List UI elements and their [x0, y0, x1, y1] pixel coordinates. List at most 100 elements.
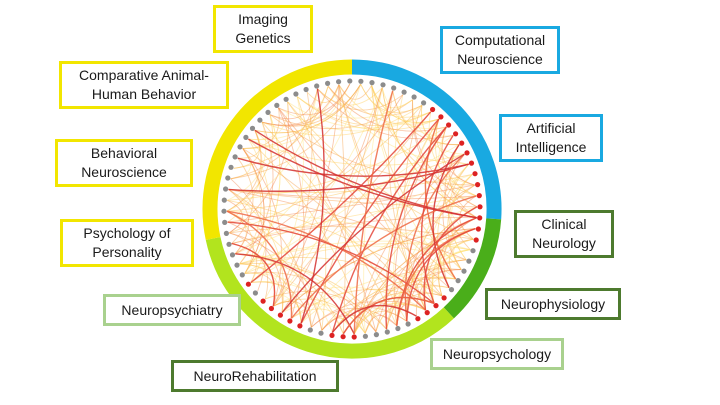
connection-chord	[412, 99, 460, 146]
connection-chord	[381, 87, 477, 219]
connection-chord	[244, 135, 454, 274]
connection-chord	[296, 96, 413, 119]
connection-chord	[300, 206, 478, 324]
network-node	[384, 329, 390, 335]
connection-chord	[242, 86, 329, 149]
connection-chord	[338, 84, 372, 100]
network-node	[446, 122, 452, 128]
network-node	[470, 248, 476, 254]
connection-chord	[371, 85, 439, 123]
connection-chord	[235, 253, 355, 335]
connection-chord	[321, 306, 408, 331]
connection-chord	[296, 96, 431, 126]
network-node	[472, 171, 478, 177]
network-node	[297, 323, 303, 329]
network-node	[340, 334, 346, 340]
network-node	[252, 290, 258, 296]
connection-chord	[437, 163, 470, 288]
connection-chord	[227, 221, 284, 313]
connection-chord	[226, 210, 426, 311]
connection-chord	[250, 281, 344, 334]
connection-chord	[233, 86, 329, 169]
connection-chord	[385, 126, 447, 330]
network-node	[222, 219, 228, 225]
connection-chord	[227, 199, 243, 234]
network-node	[287, 318, 293, 324]
connection-chord	[342, 296, 435, 335]
imaging-genetics-label: Imaging Genetics	[213, 5, 313, 53]
connection-chord	[431, 249, 471, 304]
connection-chord	[229, 105, 423, 234]
connection-chord	[248, 84, 340, 141]
connection-chord	[287, 101, 431, 129]
connection-chord	[360, 84, 431, 118]
network-node	[459, 140, 465, 146]
connection-chord	[332, 284, 450, 333]
connection-chord	[226, 114, 274, 212]
connection-chord	[278, 107, 450, 289]
connection-chord	[261, 105, 423, 136]
connection-chord	[332, 276, 456, 333]
connection-chord	[353, 184, 475, 335]
connection-chord	[278, 107, 431, 132]
comparative-animal-human-behavior-label: Comparative Animal- Human Behavior	[59, 61, 229, 109]
ring-segment-light-green	[205, 236, 454, 359]
connection-chord	[317, 88, 454, 140]
connection-chord	[228, 189, 312, 328]
connection-chord	[300, 118, 440, 324]
connection-chord	[386, 259, 467, 330]
connection-chord	[230, 84, 362, 180]
connection-chord	[317, 88, 404, 111]
connection-chord	[237, 130, 261, 159]
connection-chord	[269, 88, 318, 120]
connection-chord	[438, 249, 471, 296]
connection-chord	[396, 303, 426, 326]
network-node	[229, 252, 236, 258]
computational-neuroscience-label: Computational Neuroscience	[440, 26, 560, 74]
connection-chord	[443, 217, 477, 288]
network-node	[243, 134, 249, 140]
connection-chord	[447, 174, 473, 270]
connection-chord	[235, 94, 404, 255]
connection-chord	[254, 84, 362, 134]
network-node	[234, 262, 240, 268]
connection-chord	[230, 88, 318, 180]
connection-chord	[239, 257, 443, 297]
connection-chord	[311, 307, 398, 328]
connection-chord	[278, 107, 305, 319]
network-node	[293, 91, 299, 97]
network-node	[476, 193, 482, 199]
connection-chord	[287, 101, 456, 280]
connection-chord	[226, 210, 471, 251]
connection-chord	[264, 96, 304, 300]
network-node	[221, 197, 227, 203]
connection-chord	[353, 228, 476, 335]
connection-chord	[406, 227, 476, 322]
connection-chord	[265, 291, 387, 330]
network-node	[249, 125, 256, 131]
connection-chord	[317, 87, 383, 106]
connection-chord	[371, 85, 439, 123]
connection-chord	[230, 148, 252, 180]
clinical-neurology-label: Clinical Neurology	[514, 210, 614, 258]
ring-segment-dark-green	[443, 218, 502, 319]
network-node	[265, 109, 271, 115]
network-node	[369, 80, 375, 86]
network-node	[336, 79, 342, 85]
connection-chord	[228, 163, 469, 192]
network-node	[260, 298, 266, 304]
connection-chord	[421, 105, 465, 155]
connection-chord	[231, 242, 276, 307]
network-node	[239, 272, 245, 278]
connection-chord	[435, 118, 469, 165]
network-node	[228, 164, 234, 170]
connection-chord	[244, 272, 333, 333]
network-node	[318, 330, 324, 336]
connection-chord	[353, 311, 408, 335]
connection-chord	[338, 84, 435, 304]
connection-chord	[310, 87, 383, 328]
connection-chord	[239, 262, 387, 330]
connection-chord	[386, 249, 471, 330]
connection-chord	[239, 263, 283, 313]
